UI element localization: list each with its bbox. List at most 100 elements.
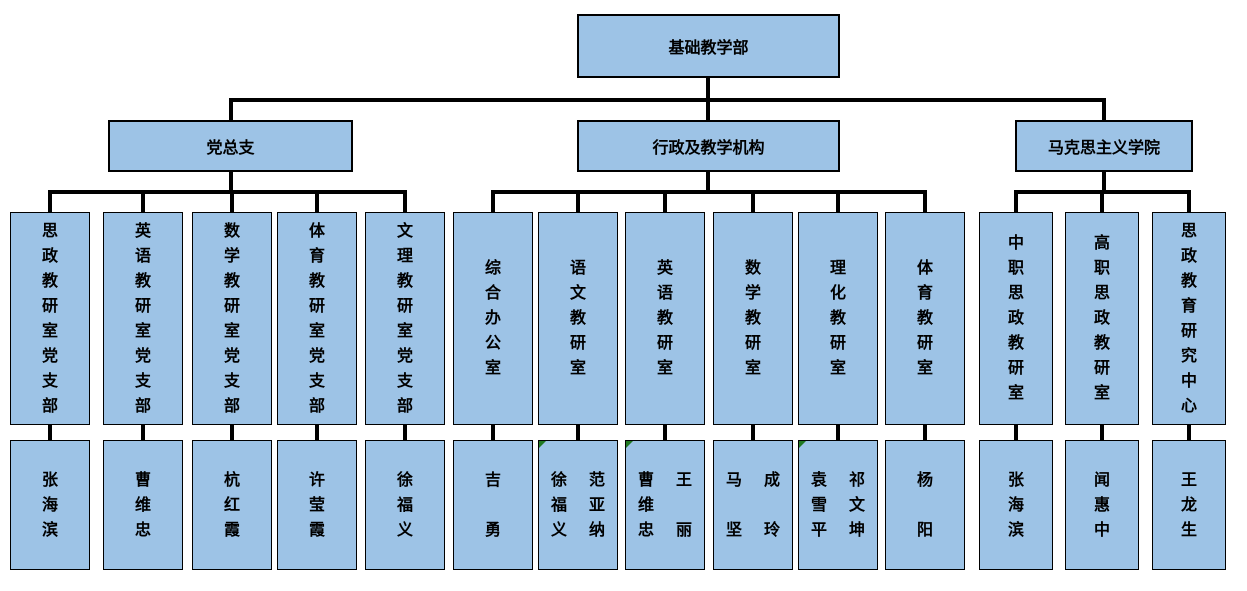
org-dept-box: 语文教研室 [538, 212, 618, 425]
org-dept-label: 数学教研室党支部 [223, 219, 241, 419]
connector-name-stub [1100, 425, 1104, 440]
org-dept-char: 中 [1007, 235, 1024, 252]
org-name-char: 丽 [675, 521, 692, 539]
org-dept-char: 研 [223, 297, 240, 315]
org-dept-box: 综合办公室 [453, 212, 533, 425]
org-name-char: 忠 [134, 521, 151, 539]
org-name-box: 马坚成玲 [713, 440, 793, 570]
org-branch-label: 党总支 [206, 140, 255, 157]
org-dept-char: 研 [1007, 360, 1024, 377]
org-name-column: 张海滨 [41, 468, 59, 543]
org-dept-char: 室 [41, 322, 58, 340]
org-name-char: 生 [1180, 521, 1197, 539]
org-dept-char: 育 [308, 247, 325, 265]
org-name-box: 杭红霞 [192, 440, 272, 570]
org-name-columns: 徐福义 [396, 468, 414, 543]
org-name-char: 马 [725, 471, 742, 489]
org-dept-char: 教 [41, 272, 58, 290]
org-name-char: 成 [763, 471, 780, 489]
org-dept-box: 数学教研室党支部 [192, 212, 272, 425]
connector-name-stub [663, 425, 667, 440]
org-name-columns: 杭红霞 [223, 468, 241, 543]
connector-dept-drop [663, 190, 667, 212]
org-name-char: 王 [675, 471, 692, 489]
org-name-char: 袁 [810, 471, 827, 489]
org-name-char: 维 [134, 496, 151, 514]
org-dept-char: 室 [744, 360, 761, 377]
org-name-columns: 杨阳 [916, 468, 934, 543]
org-name-char [725, 493, 743, 518]
connector-dept-drop [48, 190, 52, 212]
org-dept-char: 部 [223, 397, 240, 415]
org-name-char: 义 [550, 521, 567, 539]
org-dept-char: 支 [134, 372, 151, 390]
org-dept-char: 研 [134, 297, 151, 315]
org-name-column: 袁雪平 [810, 468, 828, 543]
comment-marker-icon [539, 441, 546, 448]
org-dept-char: 党 [396, 347, 413, 365]
org-dept-char: 教 [1093, 335, 1110, 352]
org-dept-char: 教 [656, 310, 673, 327]
org-dept-char: 政 [1007, 310, 1024, 327]
org-dept-label: 语文教研室 [569, 256, 587, 381]
connector-branch-drop [1102, 98, 1106, 120]
connector-name-stub [230, 425, 234, 440]
connector-name-stub [1187, 425, 1191, 440]
org-branch-box: 党总支 [108, 120, 353, 172]
org-dept-char: 综 [484, 260, 501, 277]
org-dept-char: 室 [1093, 385, 1110, 402]
org-name-box: 徐福义 [365, 440, 445, 570]
org-dept-label: 高职思政教研室 [1093, 231, 1111, 406]
org-name-column: 马坚 [725, 468, 743, 543]
org-name-column: 成玲 [763, 468, 781, 543]
org-dept-char: 职 [1007, 260, 1024, 277]
org-dept-char: 高 [1093, 235, 1110, 252]
org-dept-char: 支 [308, 372, 325, 390]
connector-dept-drop [923, 190, 927, 212]
org-name-char: 红 [223, 496, 240, 514]
org-name-box: 曹维忠王丽 [625, 440, 705, 570]
org-dept-box: 高职思政教研室 [1065, 212, 1139, 425]
org-name-char: 霞 [308, 521, 325, 539]
org-name-char: 义 [396, 521, 413, 539]
org-dept-char: 政 [1093, 310, 1110, 327]
org-dept-char: 室 [916, 360, 933, 377]
org-name-char: 坚 [725, 521, 742, 539]
org-name-columns: 曹维忠 [134, 468, 152, 543]
org-name-char: 许 [308, 471, 325, 489]
org-name-char: 王 [1180, 471, 1197, 489]
org-name-char: 张 [41, 471, 58, 489]
org-name-char [675, 493, 693, 518]
org-dept-char: 合 [484, 285, 501, 302]
connector-dept-drop [576, 190, 580, 212]
org-branch-box: 行政及教学机构 [577, 120, 840, 172]
org-branch-label: 行政及教学机构 [652, 140, 765, 157]
connector-dept-drop [836, 190, 840, 212]
comment-marker-icon [799, 441, 806, 448]
org-name-column: 曹维忠 [637, 468, 655, 543]
org-dept-char: 语 [134, 247, 151, 265]
org-dept-char: 数 [744, 260, 761, 277]
org-dept-char: 教 [916, 310, 933, 327]
org-dept-char: 心 [1180, 397, 1197, 415]
org-dept-char: 语 [656, 285, 673, 302]
org-name-column: 杨阳 [916, 468, 934, 543]
org-dept-box: 数学教研室 [713, 212, 793, 425]
org-name-box: 闻惠中 [1065, 440, 1139, 570]
org-dept-char: 室 [223, 322, 240, 340]
org-name-columns: 张海滨 [41, 468, 59, 543]
comment-marker-icon [626, 441, 633, 448]
org-name-char: 滨 [41, 521, 58, 539]
org-name-char: 纳 [588, 521, 605, 539]
org-dept-box: 思政教育研究中心 [1152, 212, 1226, 425]
org-dept-char: 党 [308, 347, 325, 365]
connector-root-drop [706, 78, 710, 102]
org-name-box: 徐福义范亚纳 [538, 440, 618, 570]
org-name-column: 王丽 [675, 468, 693, 543]
connector-name-stub [315, 425, 319, 440]
org-dept-box: 英语教研室 [625, 212, 705, 425]
org-dept-box: 英语教研室党支部 [103, 212, 183, 425]
connector-dept-drop [491, 190, 495, 212]
org-name-char: 维 [637, 496, 654, 514]
